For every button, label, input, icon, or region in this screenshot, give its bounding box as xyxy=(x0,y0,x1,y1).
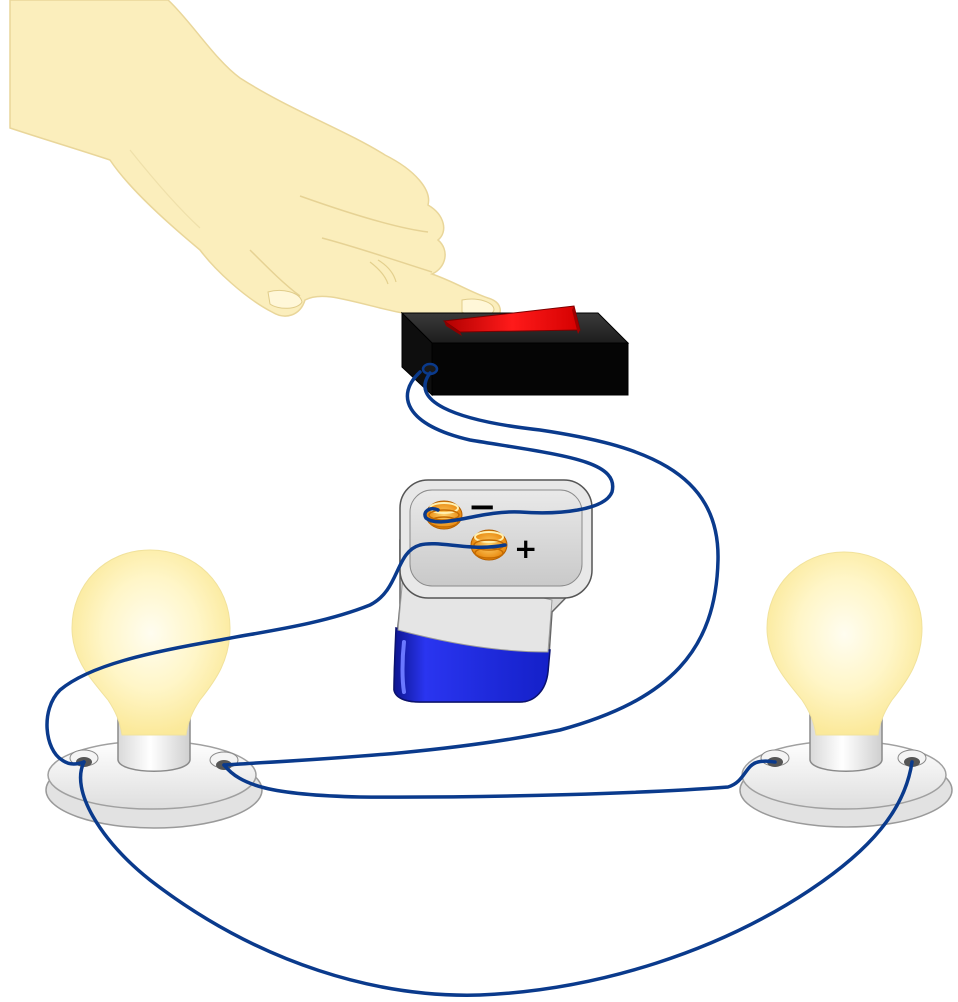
positive-terminal-label: + xyxy=(514,532,537,565)
right-light-bulb-icon xyxy=(740,552,952,827)
hand-icon xyxy=(10,0,500,321)
rocker-switch-icon xyxy=(402,306,628,395)
negative-terminal-label: − xyxy=(468,487,497,527)
negative-terminal-icon xyxy=(426,501,462,529)
wire-left-bulb-to-right-bulb xyxy=(224,761,775,797)
left-light-bulb-icon xyxy=(46,550,262,828)
